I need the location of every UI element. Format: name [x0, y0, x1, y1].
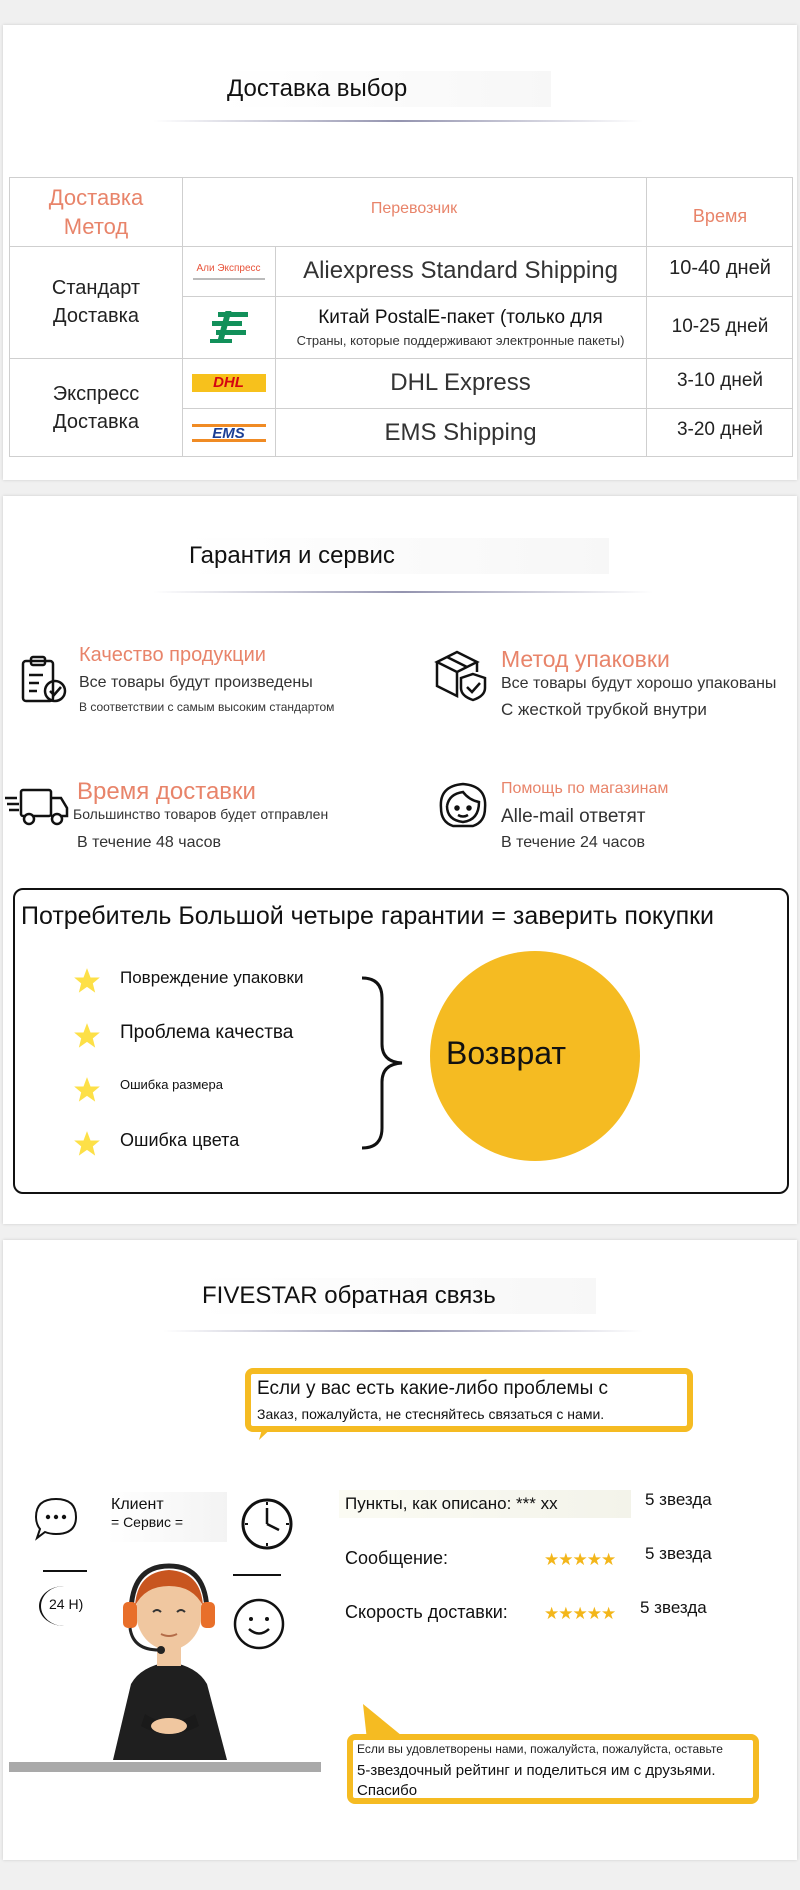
guarantee-title: Гарантия и сервис — [183, 538, 609, 574]
feedback-title: FIVESTAR обратная связь — [196, 1278, 596, 1314]
clock-icon — [241, 1498, 293, 1550]
title-underline — [163, 1330, 643, 1332]
header-carrier: Перевозчик — [370, 200, 458, 217]
contact-line2: Заказ, пожалуйста, не стесняйтесь связат… — [257, 1406, 605, 1422]
star-icon — [74, 1077, 100, 1102]
desk — [9, 1762, 321, 1772]
star-icon — [74, 1131, 100, 1156]
feature-packaging-line1: Все товары будут хорошо упакованы — [501, 675, 777, 692]
feature-quality-title: Качество продукции — [79, 644, 266, 666]
rating-label-communication: Сообщение: — [345, 1548, 448, 1568]
guarantee-panel: Гарантия и сервис Качество продукции Все… — [3, 496, 797, 1224]
badge-24h: 24 H) — [39, 1586, 89, 1626]
chat-bubble-icon — [34, 1497, 78, 1541]
carrier-dhl: DHL Express — [390, 369, 531, 396]
refund-label: Возврат — [446, 1035, 566, 1071]
contact-line1: Если у вас есть какие-либо проблемы с — [257, 1378, 609, 1399]
review-line3: Спасибо — [357, 1782, 418, 1799]
time-dhl: 3-10 дней — [676, 370, 764, 391]
guarantee-item-packaging: Повреждение упаковки — [120, 968, 304, 987]
title-underline — [153, 120, 643, 122]
header-method: Доставка Метод — [48, 185, 144, 239]
feature-delivery-title: Время доставки — [77, 778, 256, 805]
bubble-tail — [363, 1704, 407, 1740]
rating-label-description: Пункты, как описано: *** xx — [345, 1494, 558, 1513]
review-line2: 5-звездочный рейтинг и поделиться им с д… — [357, 1762, 716, 1779]
ems-logo: EMS — [182, 408, 275, 458]
aliexpress-logo: Али Экспресс — [182, 246, 275, 296]
time-ems: 3-20 дней — [676, 419, 764, 440]
feature-packaging-title: Метод упаковки — [501, 646, 670, 672]
refund-circle: Возврат — [430, 951, 640, 1161]
time-aliexpress: 10-40 дней — [669, 256, 771, 279]
rating-stars-speed: ★★★★★ — [544, 1604, 616, 1623]
delivery-truck-icon — [5, 786, 69, 833]
dhl-logo: DHL — [182, 358, 275, 408]
guarantee-item-color: Ошибка цвета — [120, 1130, 240, 1150]
feature-help-line1: Alle-mail ответят — [501, 806, 646, 827]
feedback-panel: FIVESTAR обратная связь Если у вас есть … — [3, 1240, 797, 1860]
title-underline — [153, 591, 653, 593]
header-time: Время — [692, 205, 748, 226]
time-china-post: 10-25 дней — [671, 316, 769, 337]
review-line1: Если вы удовлетворены нами, пожалуйста, … — [357, 1742, 723, 1756]
four-guarantees-box: Потребитель Большой четыре гарантии = за… — [13, 888, 789, 1194]
feature-packaging-line2: С жесткой трубкой внутри — [501, 700, 707, 719]
carrier-china-post: Китай PostalE-пакет (только для Страны, … — [296, 306, 625, 348]
four-guarantees-title: Потребитель Большой четыре гарантии = за… — [21, 902, 715, 930]
rating-value-description: 5 звезда — [645, 1490, 712, 1509]
feature-help-line2: В течение 24 часов — [501, 834, 646, 851]
method-standard: Стандарт Доставка — [51, 277, 141, 327]
contact-bubble: Если у вас есть какие-либо проблемы с За… — [245, 1368, 693, 1432]
review-bubble: Если вы удовлетворены нами, пожалуйста, … — [347, 1734, 759, 1804]
clipboard-check-icon — [17, 653, 71, 712]
support-agent-icon — [433, 778, 493, 839]
support-person-illustration — [113, 1563, 227, 1760]
feature-quality-line2: В соответствии с самым высоким стандарто… — [79, 700, 335, 714]
package-shield-icon — [433, 648, 493, 707]
smiley-icon — [233, 1598, 285, 1650]
feature-quality-line1: Все товары будут произведены — [79, 674, 313, 691]
feature-delivery-line2: В течение 48 часов — [77, 834, 222, 851]
guarantee-item-quality: Проблема качества — [120, 1022, 294, 1043]
feature-help-title: Помощь по магазинам — [501, 780, 669, 797]
china-post-icon — [182, 296, 275, 358]
rating-stars-communication: ★★★★★ — [544, 1550, 616, 1569]
feature-delivery-line1: Большинство товаров будет отправлен — [73, 806, 329, 822]
carrier-ems: EMS Shipping — [384, 419, 537, 446]
brace-icon — [361, 976, 403, 1150]
shipping-table: Доставка Метод Перевозчик Время Стандарт… — [9, 177, 793, 457]
star-icon — [74, 1023, 100, 1048]
rating-value-communication: 5 звезда — [645, 1544, 712, 1563]
star-icon — [74, 968, 100, 993]
carrier-aliexpress: Aliexpress Standard Shipping — [303, 257, 618, 284]
delivery-panel: Доставка выбор Доставка Метод Перевозчик… — [3, 25, 797, 480]
rating-label-speed: Скорость доставки: — [345, 1602, 508, 1622]
client-service-label: Клиент = Сервис = — [107, 1492, 227, 1542]
rating-value-speed: 5 звезда — [640, 1598, 707, 1617]
guarantee-item-size: Ошибка размера — [120, 1077, 223, 1092]
delivery-title: Доставка выбор — [221, 71, 551, 107]
method-express: Экспресс Доставка — [52, 383, 140, 433]
